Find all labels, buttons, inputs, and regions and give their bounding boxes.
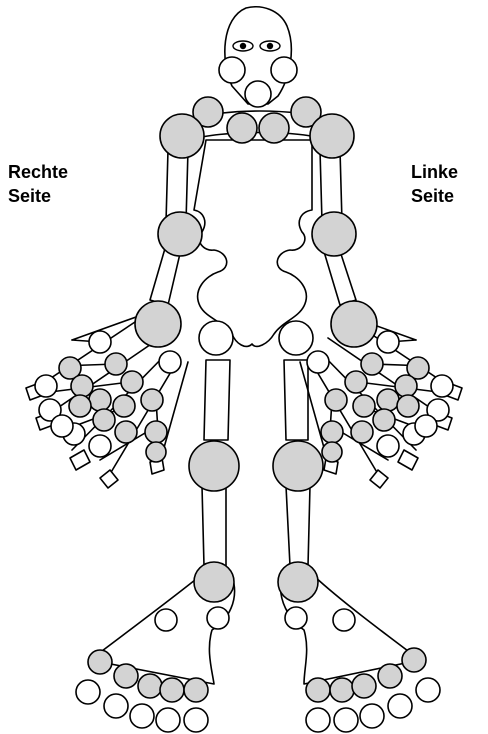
joint-left-pip-5[interactable] (351, 421, 373, 443)
joint-ankle-right[interactable] (194, 562, 234, 602)
joint-left-tarsal[interactable] (285, 607, 307, 629)
joint-right-dip-5[interactable] (89, 435, 111, 457)
joint-left-mtp-1[interactable] (402, 648, 426, 672)
joint-wrist-right[interactable] (135, 301, 181, 347)
joint-left-thumb-cmc[interactable] (307, 351, 329, 373)
joint-left-tip-5[interactable] (415, 415, 437, 437)
joint-right-mtp-3[interactable] (138, 674, 162, 698)
joint-left-toe-2[interactable] (388, 694, 412, 718)
joint-right-mtp-2[interactable] (114, 664, 138, 688)
joint-right-toe-4[interactable] (156, 708, 180, 732)
joint-left-pip-4[interactable] (353, 395, 375, 417)
shin-left-side (286, 486, 310, 566)
joint-left-dip-2[interactable] (431, 375, 453, 397)
joint-left-pinky-pip[interactable] (322, 442, 342, 462)
joint-right-pip-4[interactable] (113, 395, 135, 417)
joint-shoulder-right[interactable] (160, 114, 204, 158)
joint-right-tarsal[interactable] (155, 609, 177, 631)
joint-right-toe-3[interactable] (130, 704, 154, 728)
joint-right-tarsal-2[interactable] (207, 607, 229, 629)
joint-ankle-left[interactable] (278, 562, 318, 602)
joint-left-mcp-4[interactable] (325, 389, 347, 411)
joint-hip-right[interactable] (199, 321, 233, 355)
joint-right-pinky-pip[interactable] (146, 442, 166, 462)
joint-left-mcp-3[interactable] (345, 371, 367, 393)
joint-left-dip-3[interactable] (397, 395, 419, 417)
joint-elbow-right[interactable] (158, 212, 202, 256)
joint-left-toe-1[interactable] (416, 678, 440, 702)
upper-arm-left-side (320, 150, 342, 222)
joint-left-mcp-5[interactable] (321, 421, 343, 443)
joint-right-mcp-2[interactable] (105, 353, 127, 375)
joint-left-mtp-3[interactable] (352, 674, 376, 698)
joint-knee-right[interactable] (189, 441, 239, 491)
joint-right-mcp-3[interactable] (121, 371, 143, 393)
joint-left-dip-4[interactable] (373, 409, 395, 431)
joint-elbow-left[interactable] (312, 212, 356, 256)
joint-right-pip-5[interactable] (115, 421, 137, 443)
joint-left-mtp-4[interactable] (330, 678, 354, 702)
joint-right-mtp-5[interactable] (184, 678, 208, 702)
joint-right-tip-5[interactable] (51, 415, 73, 437)
joint-right-pip-3[interactable] (89, 389, 111, 411)
joint-acromioclavicular-left[interactable] (259, 113, 289, 143)
joint-right-dip-3[interactable] (69, 395, 91, 417)
thigh-right-side (204, 360, 230, 440)
joint-shoulder-left[interactable] (310, 114, 354, 158)
joint-left-pip-3[interactable] (377, 389, 399, 411)
upper-arm-right-side (166, 150, 188, 222)
thigh-left-side (284, 360, 308, 440)
joint-left-toe-3[interactable] (360, 704, 384, 728)
joint-right-toe-1[interactable] (76, 680, 100, 704)
joint-wrist-left[interactable] (331, 301, 377, 347)
joint-acromioclavicular-right[interactable] (227, 113, 257, 143)
joint-right-mcp-5[interactable] (145, 421, 167, 443)
joint-knee-left[interactable] (273, 441, 323, 491)
joint-left-dip-5[interactable] (377, 435, 399, 457)
joint-right-mcp-4[interactable] (141, 389, 163, 411)
spine-and-pelvis (194, 140, 312, 346)
joint-hip-left[interactable] (279, 321, 313, 355)
joint-right-dip-2[interactable] (35, 375, 57, 397)
joint-left-toe-5[interactable] (306, 708, 330, 732)
joint-right-thumb-mcp[interactable] (89, 331, 111, 353)
joint-right-mtp-4[interactable] (160, 678, 184, 702)
joint-left-mtp-2[interactable] (378, 664, 402, 688)
joint-right-mtp-1[interactable] (88, 650, 112, 674)
joint-chin[interactable] (245, 81, 271, 107)
joint-right-thumb-cmc[interactable] (159, 351, 181, 373)
joint-right-dip-4[interactable] (93, 409, 115, 431)
joint-left-pip-2[interactable] (395, 375, 417, 397)
shin-right-side (202, 486, 226, 566)
joint-right-toe-5[interactable] (184, 708, 208, 732)
joint-left-thumb-mcp[interactable] (377, 331, 399, 353)
joint-left-tarsal-2[interactable] (333, 609, 355, 631)
joint-right-pip-2[interactable] (71, 375, 93, 397)
joint-left-mtp-5[interactable] (306, 678, 330, 702)
joint-jaw-left[interactable] (271, 57, 297, 83)
joint-left-toe-4[interactable] (334, 708, 358, 732)
joint-right-toe-2[interactable] (104, 694, 128, 718)
joint-jaw-right[interactable] (219, 57, 245, 83)
joint-left-mcp-2[interactable] (361, 353, 383, 375)
